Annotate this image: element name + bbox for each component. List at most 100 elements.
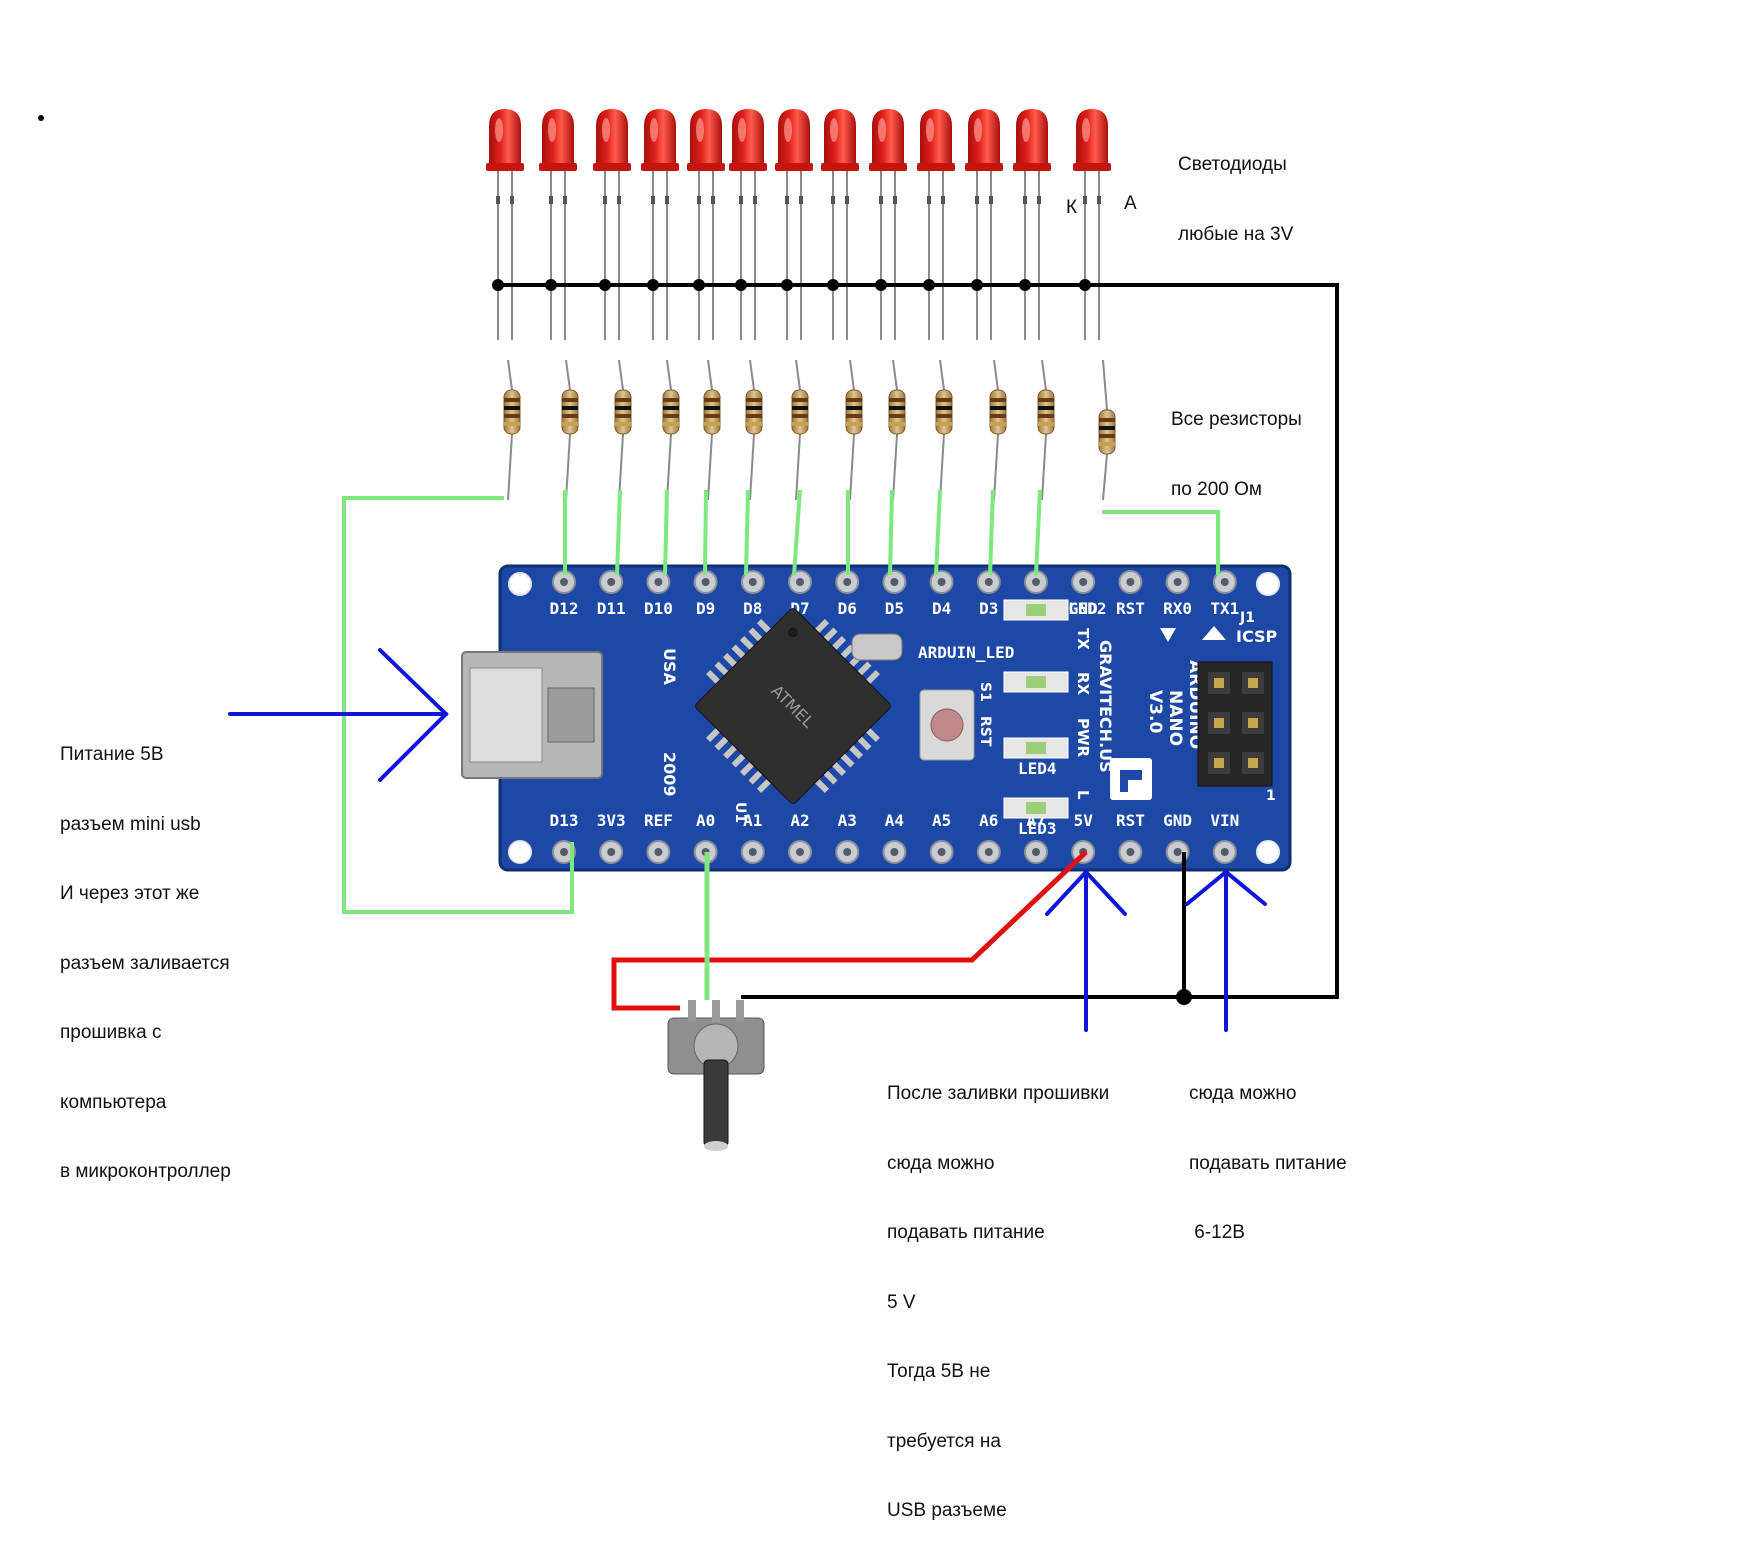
- led: [1073, 109, 1111, 340]
- resistor-body: [561, 389, 579, 435]
- resistor-lead: [849, 359, 855, 391]
- led-flange: [593, 163, 631, 171]
- pin-hole: [937, 578, 946, 586]
- silk-rx: RX: [1074, 672, 1092, 696]
- resistor-band: [889, 406, 905, 410]
- pin-hole: [701, 578, 710, 586]
- usb-note-line: И через этот же: [60, 883, 200, 905]
- chip-leg: [857, 736, 872, 751]
- resistor: [662, 359, 680, 501]
- resistor-lead: [618, 433, 624, 501]
- pin-hole: [1126, 848, 1135, 856]
- led-lead-bend: [753, 196, 757, 204]
- mount-hole: [508, 840, 532, 864]
- resistor-band: [990, 422, 1006, 426]
- chip-leg: [739, 635, 755, 651]
- pin-hole: [1079, 578, 1088, 586]
- smd-led-lens: [1026, 802, 1046, 814]
- led: [486, 109, 524, 340]
- led-flange: [821, 163, 859, 171]
- pin-label-top: D11: [597, 599, 626, 618]
- pin-label-top: TX1: [1210, 599, 1239, 618]
- resistor-body: [614, 389, 632, 435]
- resistor-band: [562, 398, 578, 402]
- vin-note-line: 6-12В: [1189, 1222, 1245, 1244]
- resistor-body: [791, 389, 809, 435]
- pin-label-top: D5: [885, 599, 904, 618]
- resistor-band: [1038, 398, 1054, 402]
- led-body: [644, 109, 676, 166]
- pin-hole: [607, 848, 616, 856]
- chip-leg: [865, 669, 880, 685]
- pin-label-bottom: A2: [790, 811, 809, 830]
- led-body: [542, 109, 574, 166]
- usb-note-line: Питание 5В: [60, 744, 164, 766]
- resistor: [845, 359, 863, 501]
- five-volt-note-line: подавать питание: [887, 1222, 1045, 1244]
- led-lead-bend: [1037, 196, 1041, 204]
- resistor-band: [615, 398, 631, 402]
- resistor-lead: [892, 359, 898, 391]
- reset-button-cap: [930, 708, 964, 742]
- bullet-dot: [38, 115, 44, 121]
- chip-leg: [857, 661, 872, 676]
- resistor-body: [1098, 409, 1116, 455]
- bus-node: [492, 279, 504, 291]
- pin-hole: [748, 578, 757, 586]
- wire-digital: [1034, 489, 1042, 576]
- led-note-line2: любые на 3V: [1178, 223, 1294, 245]
- bus-node: [923, 279, 935, 291]
- bus-node: [827, 279, 839, 291]
- pin-hole: [984, 848, 993, 856]
- cathode-label: К: [1066, 197, 1078, 218]
- pin-hole: [1173, 848, 1182, 856]
- resistor-band: [504, 398, 520, 402]
- led-flange: [917, 163, 955, 171]
- led-body: [1076, 109, 1108, 166]
- pin-hole: [1032, 848, 1040, 856]
- pin-hole: [843, 848, 852, 856]
- resistor-band: [663, 398, 679, 402]
- led: [869, 109, 907, 340]
- led-lead-bend: [989, 196, 993, 204]
- crystal: [851, 633, 903, 661]
- led-lead-bend: [927, 196, 931, 204]
- five-volt-note-line: USB разъеме: [887, 1500, 1007, 1522]
- pin-label-bottom: A3: [838, 811, 857, 830]
- led: [1013, 109, 1051, 340]
- silk-l: L: [1074, 790, 1092, 800]
- resistor-band: [1038, 406, 1054, 410]
- led-body: [732, 109, 764, 166]
- bus-node: [647, 279, 659, 291]
- resistor-body: [503, 389, 521, 435]
- resistor-band: [746, 406, 762, 410]
- pin-label-bottom: A4: [885, 811, 904, 830]
- pin-label-top: D10: [644, 599, 673, 618]
- bus-node: [1079, 279, 1091, 291]
- usb-shell: [469, 667, 543, 763]
- bus-node: [693, 279, 705, 291]
- chip-leg: [814, 619, 830, 634]
- resistor-band: [1038, 414, 1054, 418]
- led: [593, 109, 631, 340]
- led-highlight: [650, 118, 658, 142]
- wire-digital: [663, 489, 669, 576]
- silk-u1: U1: [732, 802, 748, 823]
- silk-usa: USA: [660, 648, 679, 686]
- silk-pwr: PWR: [1074, 718, 1092, 758]
- wiring-diagram: D12D11D10D9D8D7D6D5D4D3D2GNDRSTRX0TX1D13…: [228, 109, 1339, 1151]
- pin-label-bottom: A5: [932, 811, 951, 830]
- pin-hole: [1173, 578, 1182, 586]
- led-flange: [539, 163, 577, 171]
- usb-note-line: разъем mini usb: [60, 813, 201, 835]
- wire-tx1: [1102, 510, 1220, 575]
- led-flange: [641, 163, 679, 171]
- resistor: [888, 359, 906, 501]
- resistor-body: [703, 389, 721, 435]
- resistor: [503, 359, 521, 501]
- usb-arrow-head: [378, 648, 449, 782]
- anode-label: А: [1124, 193, 1137, 214]
- resistor-body: [662, 389, 680, 435]
- resistor-lead: [939, 359, 945, 391]
- led-flange: [1013, 163, 1051, 171]
